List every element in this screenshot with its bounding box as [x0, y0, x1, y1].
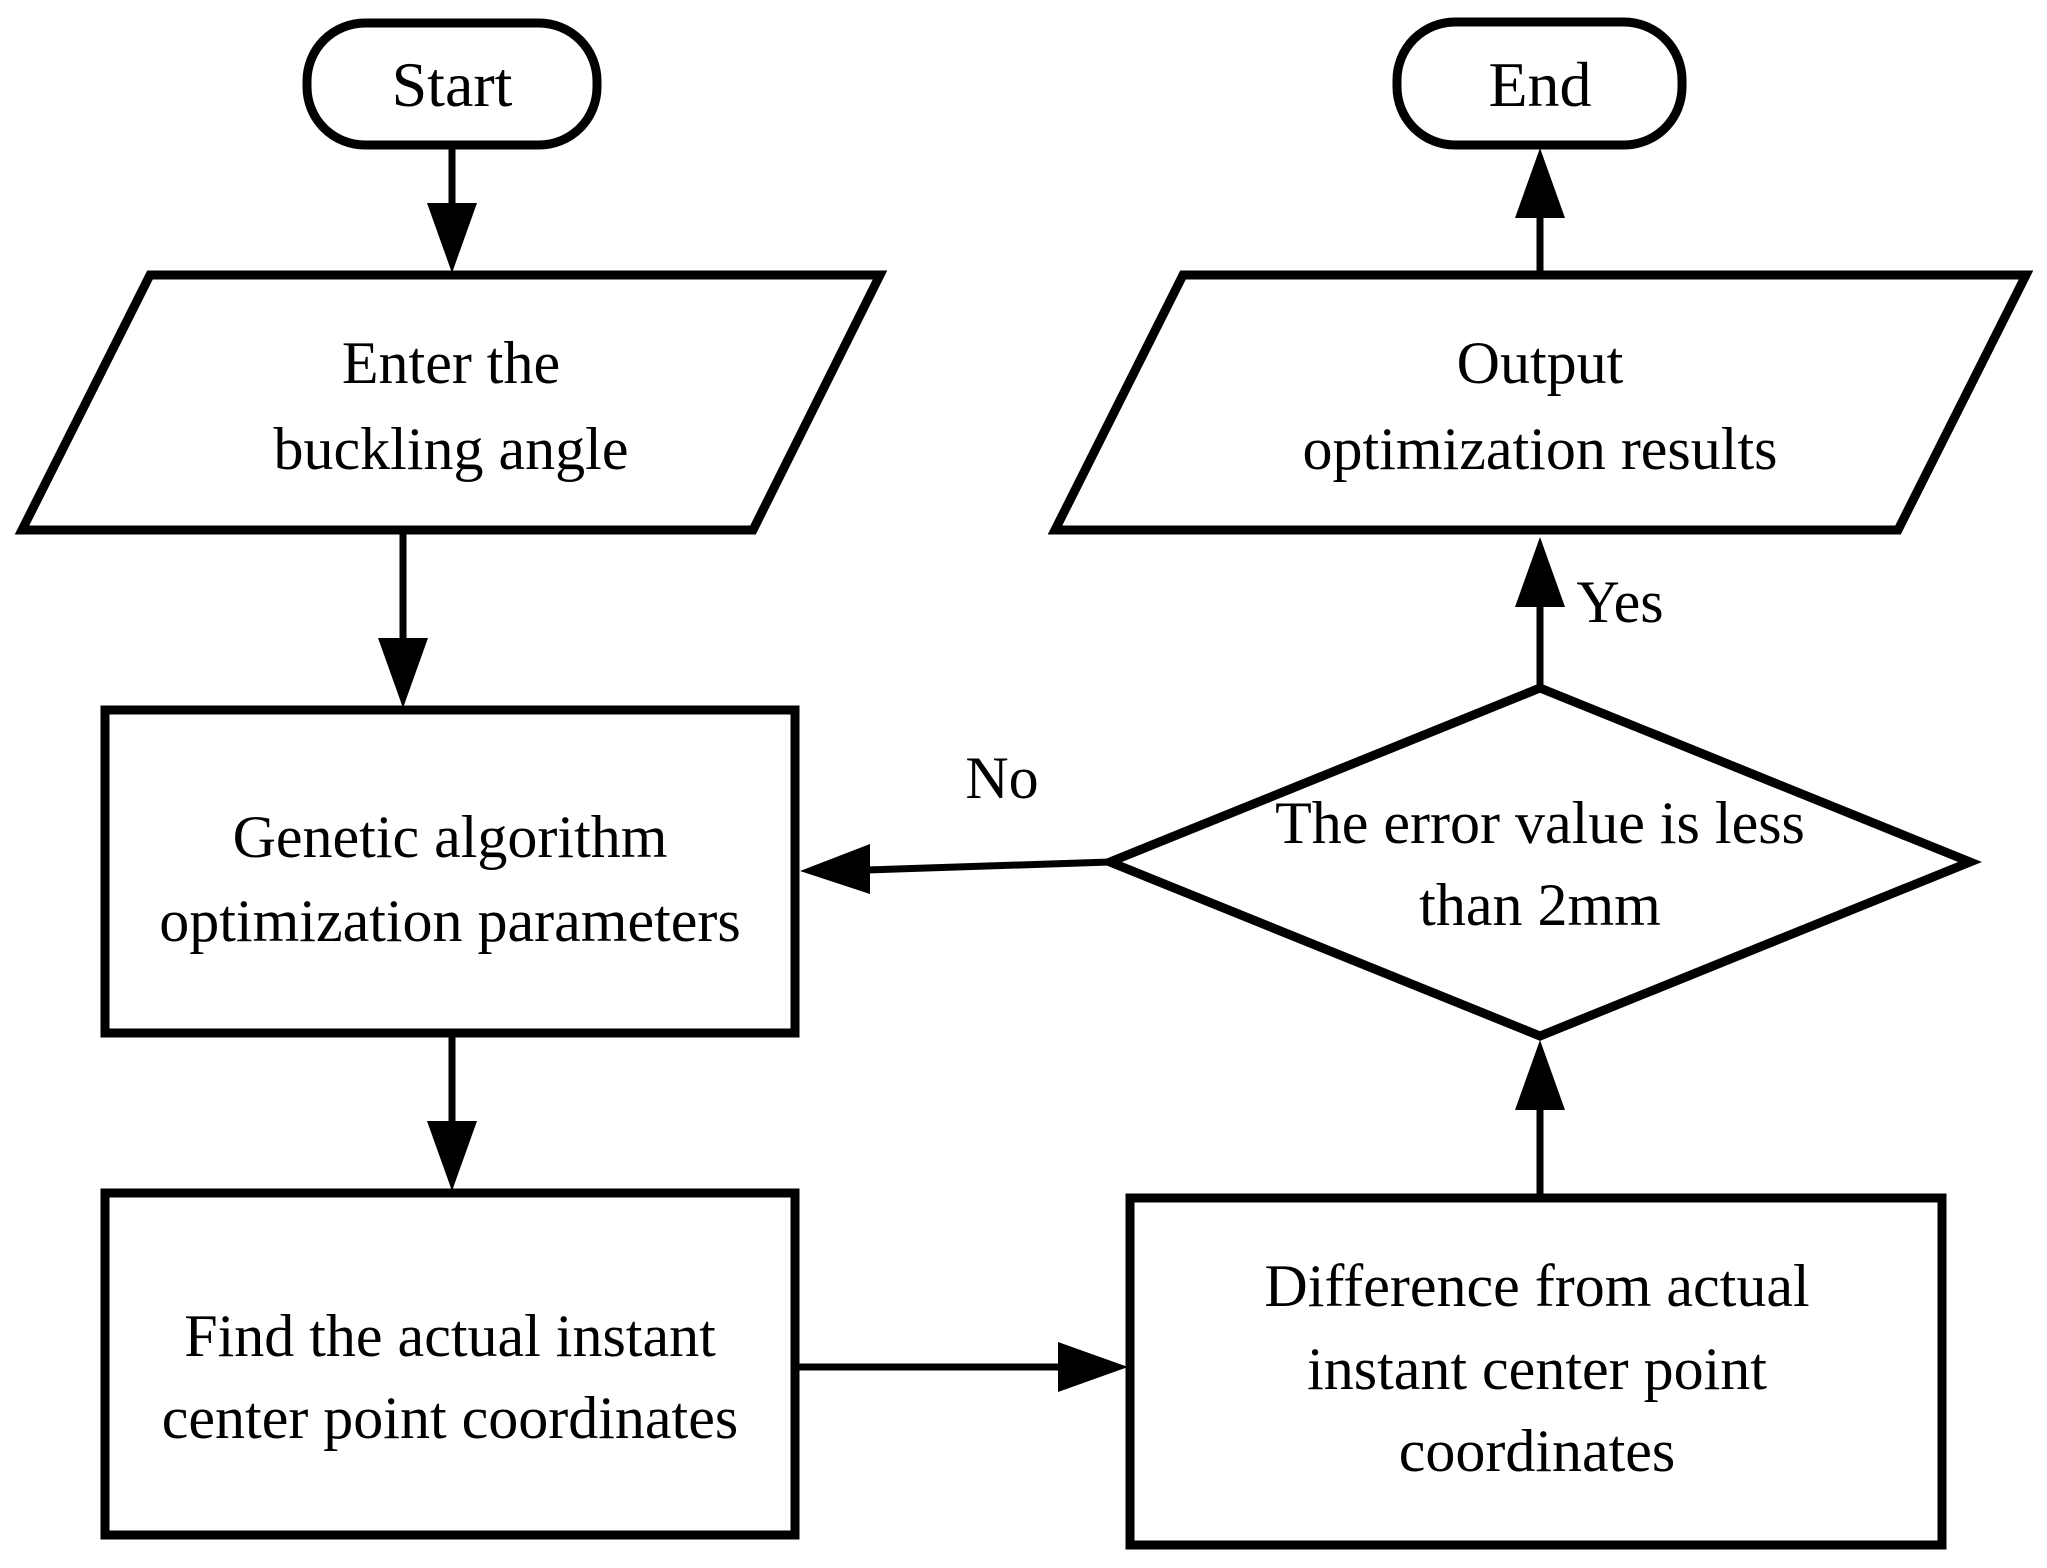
- node-start: Start: [302, 18, 602, 150]
- node-decision: The error value is less than 2mm: [1098, 683, 1982, 1041]
- arrowhead-down-icon: [378, 638, 428, 708]
- node-ga-params-line1: Genetic algorithm: [233, 804, 668, 870]
- node-ga-params-shape: [100, 705, 800, 1038]
- node-decision-shape: [1098, 683, 1982, 1041]
- node-end-shape: [1392, 17, 1687, 150]
- node-find-center-shape: [100, 1188, 800, 1540]
- arrowhead-right-icon: [1058, 1342, 1128, 1392]
- arrowhead-down-icon: [427, 1121, 477, 1191]
- edge-label-yes: Yes: [1576, 569, 1663, 635]
- node-find-center-line1: Find the actual instant: [184, 1303, 716, 1369]
- node-difference-line3: coordinates: [1399, 1418, 1676, 1484]
- node-enter-angle: Enter the buckling angle: [14, 270, 888, 535]
- node-find-center: Find the actual instant center point coo…: [100, 1188, 800, 1540]
- arrowhead-up-icon: [1515, 537, 1565, 607]
- edge-enter-angle-to-ga-params: [378, 530, 428, 708]
- node-find-center-line2: center point coordinates: [162, 1385, 738, 1451]
- node-difference-line2: instant center point: [1307, 1336, 1767, 1402]
- node-output-shape: [1047, 270, 2034, 535]
- node-enter-angle-line2: buckling angle: [274, 416, 629, 482]
- node-output-line1: Output: [1457, 330, 1624, 396]
- edge-label-no: No: [965, 745, 1038, 811]
- node-end-label: End: [1488, 49, 1591, 120]
- arrowhead-up-icon: [1515, 148, 1565, 218]
- node-start-shape: [302, 18, 602, 150]
- node-end: End: [1392, 17, 1687, 150]
- node-enter-angle-line1: Enter the: [342, 330, 560, 396]
- edge-difference-to-decision: [1515, 1040, 1565, 1198]
- node-enter-angle-shape: [14, 270, 888, 535]
- edge-find-center-to-difference: [795, 1342, 1128, 1392]
- arrowhead-down-icon: [427, 203, 477, 273]
- edge-decision-no-to-ga-params: No: [800, 745, 1111, 894]
- node-difference: Difference from actual instant center po…: [1125, 1193, 1947, 1550]
- edge-ga-params-to-find-center: [427, 1033, 477, 1191]
- node-output-line2: optimization results: [1303, 416, 1778, 482]
- arrowhead-left-icon: [800, 844, 870, 894]
- node-output: Output optimization results: [1047, 270, 2034, 535]
- edge-line: [865, 858, 1111, 874]
- edge-decision-yes-to-output: Yes: [1515, 537, 1664, 688]
- node-decision-line1: The error value is less: [1275, 790, 1805, 856]
- node-start-label: Start: [392, 49, 513, 120]
- node-difference-line1: Difference from actual: [1264, 1253, 1809, 1319]
- node-decision-line2: than 2mm: [1419, 872, 1661, 938]
- node-difference-shape: [1125, 1193, 1947, 1550]
- arrowhead-up-icon: [1515, 1040, 1565, 1110]
- node-ga-params: Genetic algorithm optimization parameter…: [100, 705, 800, 1038]
- edge-output-to-end: [1515, 148, 1565, 275]
- node-ga-params-line2: optimization parameters: [159, 888, 740, 954]
- edge-start-to-enter-angle: [427, 145, 477, 273]
